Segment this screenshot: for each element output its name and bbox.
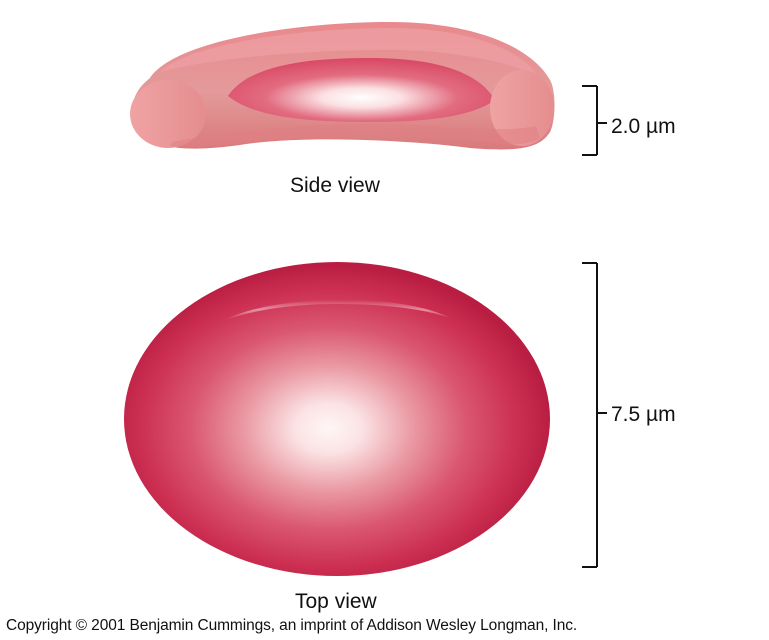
side-view-thickness-label: 2.0 µm: [611, 115, 676, 139]
side-view-measure-bracket: [582, 86, 607, 155]
top-view-diameter-label: 7.5 µm: [611, 403, 676, 427]
top-view-cell: [124, 262, 550, 576]
side-view-caption: Side view: [290, 174, 380, 198]
side-view-cell: [130, 22, 555, 149]
top-view-caption: Top view: [295, 590, 377, 614]
copyright-notice: Copyright © 2001 Benjamin Cummings, an i…: [6, 617, 577, 635]
top-view-measure-bracket: [582, 263, 607, 567]
top-view-cell-disc: [124, 262, 550, 576]
